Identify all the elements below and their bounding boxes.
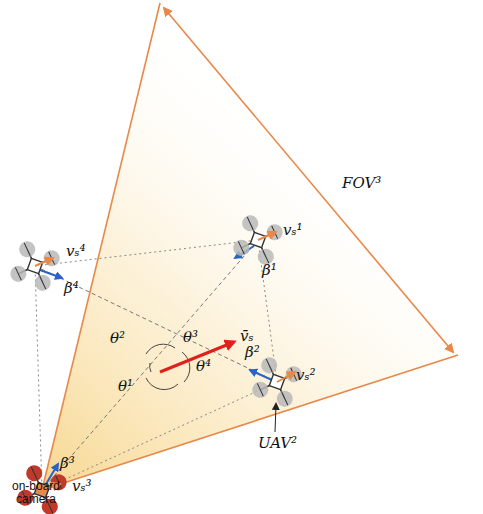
fov-span-arrow (164, 8, 453, 352)
annotation: on-board camera (6, 480, 66, 506)
angle-arc (150, 363, 151, 372)
angle-arc (146, 378, 178, 390)
angle-label: θ⁴ (196, 358, 211, 375)
velocity-arrow (258, 232, 276, 240)
rotor (8, 264, 29, 285)
angle-arc (182, 352, 190, 382)
rotor (259, 355, 280, 376)
angle-arc (146, 344, 175, 354)
mean-velocity-label: v̄ₛ (240, 328, 254, 345)
velocity-label: vₛ² (296, 367, 316, 384)
fov-edge (42, 3, 160, 490)
rotor (231, 238, 252, 259)
fov-region (42, 3, 458, 490)
beta-label: β⁴ (64, 280, 79, 297)
fov-label: FOV³ (342, 175, 381, 192)
velocity-arrow (35, 258, 53, 266)
leader-arrow (275, 404, 276, 432)
beta-label: β² (245, 344, 260, 361)
beta-label: β³ (60, 455, 75, 472)
velocity-label: vₛ³ (72, 478, 92, 495)
quadcopter (250, 355, 304, 409)
propeller (12, 267, 25, 280)
quadcopter (231, 213, 285, 267)
diagonal (35, 266, 277, 382)
propeller (235, 241, 248, 254)
angle-label: θ² (110, 330, 125, 347)
angle-label: θ¹ (118, 378, 133, 395)
quadcopter (8, 239, 62, 293)
beta-label: β¹ (262, 262, 277, 279)
rotor (275, 388, 296, 409)
propeller (263, 359, 276, 372)
rotor (17, 239, 38, 260)
propeller (21, 243, 34, 256)
uav-name: UAV² (258, 435, 297, 452)
propeller (244, 217, 257, 230)
rotor (33, 272, 54, 293)
fov-edge (42, 355, 458, 490)
propeller (254, 383, 267, 396)
rotor (240, 213, 261, 234)
velocity-label: vₛ⁴ (66, 243, 86, 260)
diagonal (42, 240, 258, 490)
propeller (278, 392, 291, 405)
propeller (28, 467, 41, 480)
propeller (36, 276, 49, 289)
velocity-label: vₛ¹ (283, 222, 303, 239)
velocity-arrow (277, 372, 295, 382)
angle-label: θ³ (183, 329, 198, 346)
formation-outline (35, 240, 277, 490)
rotor (250, 380, 271, 401)
